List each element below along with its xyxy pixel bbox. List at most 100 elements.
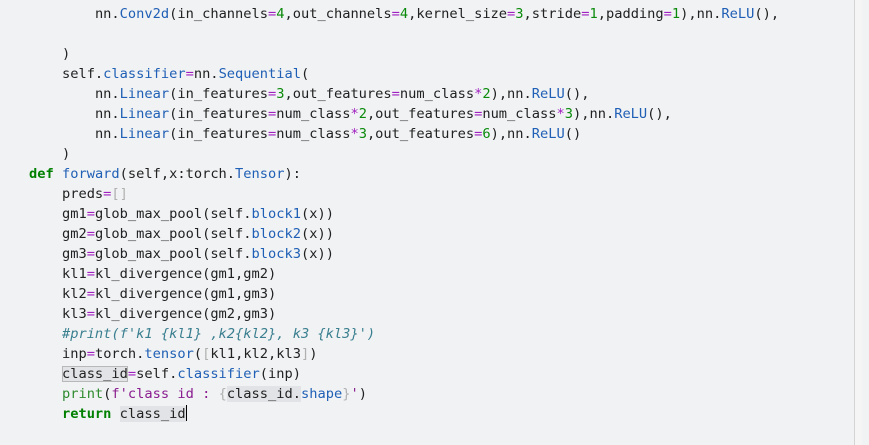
code-token: = [86,246,95,262]
code-token: (x)) [300,226,334,242]
code-token: * [350,126,359,142]
code-line[interactable]: #print(f'k1 {kl1} ,k2{kl2}, k3 {kl3}') [29,324,779,344]
code-token: block3 [251,246,301,262]
code-token: kl_divergence(gm2,gm3) [94,306,277,322]
indent [29,186,62,202]
code-token: = [127,366,137,382]
code-token: (in_features [169,126,269,142]
indent [29,286,62,302]
indent [29,346,62,362]
code-token: inp [61,346,87,362]
code-token: 1 [589,6,598,22]
code-token: ( [103,386,112,402]
code-token: = [663,6,672,22]
code-token: block1 [251,206,301,222]
code-token: 2 [482,86,491,102]
code-line[interactable]: kl1=kl_divergence(gm1,gm2) [29,264,779,284]
code-token: } [342,386,351,402]
text-cursor [185,405,187,421]
code-line[interactable]: gm1=glob_max_pool(self.block1(x)) [29,204,779,224]
code-token: ,padding [597,6,664,22]
code-line[interactable]: self.classifier=nn.Sequential( [29,64,779,84]
code-line[interactable]: nn.Linear(in_features=num_class*3,out_fe… [29,124,779,144]
code-token: = [268,106,277,122]
code-token: (in_channels [169,6,269,22]
code-token: Sequential [218,66,301,82]
indent [29,246,62,262]
code-token: = [391,6,400,22]
code-token: (), [754,6,780,22]
code-token: ,out_channels [284,6,392,22]
code-token: = [391,86,400,102]
code-token: 2 [358,106,367,122]
code-token: num_class [276,106,351,122]
code-token: kl3 [61,306,87,322]
code-token: forward [61,166,120,182]
code-line[interactable]: def forward(self,x:torch.Tensor): [29,164,779,184]
code-line[interactable]: return class_id [29,404,779,424]
code-token: gm3 [61,246,87,262]
code-token: class_id [61,366,128,382]
code-line[interactable]: gm2=glob_max_pool(self.block2(x)) [29,224,779,244]
code-line[interactable]: nn.Conv2d(in_channels=4,out_channels=4,k… [29,4,779,24]
code-token: ),nn. [490,86,532,102]
code-content[interactable]: nn.Conv2d(in_channels=4,out_channels=4,k… [29,4,779,424]
code-token: return [61,406,112,422]
code-token: ) [61,46,71,62]
indent [29,386,62,402]
code-line[interactable] [29,24,779,44]
indent [29,126,95,142]
code-line[interactable]: preds=[] [29,184,779,204]
code-token: ReLU [721,6,755,22]
vertical-scrollbar[interactable] [854,0,862,445]
code-token: gm1 [61,206,87,222]
code-line[interactable]: print(f'class id : {class_id.shape}') [29,384,779,404]
code-line[interactable]: nn.Linear(in_features=num_class*2,out_fe… [29,104,779,124]
code-token: tensor [144,346,194,362]
code-token: 4 [276,6,285,22]
indent [29,146,62,162]
code-token: (inp) [259,366,301,382]
code-token: = [268,6,277,22]
code-token: glob_max_pool(self. [94,206,252,222]
code-token: classifier [177,366,260,382]
code-token: ),nn. [490,126,532,142]
code-token: 6 [482,126,491,142]
code-token [111,406,119,422]
code-token: = [474,126,483,142]
code-token: shape [301,386,343,402]
code-token: self. [136,366,178,382]
code-token: Linear [119,86,170,102]
code-token: ): [284,166,301,182]
code-line[interactable]: class_id=self.classifier(inp) [29,364,779,384]
code-token: ) [309,346,318,362]
code-token [54,166,62,182]
code-token: self. [61,66,104,82]
code-line[interactable]: ) [29,144,779,164]
code-token: = [507,6,516,22]
indent [29,86,95,102]
code-line[interactable]: inp=torch.tensor([kl1,kl2,kl3]) [29,344,779,364]
code-line[interactable]: nn.Linear(in_features=3,out_features=num… [29,84,779,104]
code-token: glob_max_pool(self. [94,226,252,242]
code-token: kl_divergence(gm1,gm2) [94,266,277,282]
code-token: 1 [671,6,681,22]
code-token: ),nn. [573,106,615,122]
indent [29,66,62,82]
code-token: f'class id : [111,386,219,402]
code-token: nn. [94,86,120,102]
code-line[interactable]: gm3=glob_max_pool(self.block3(x)) [29,244,779,264]
code-line[interactable]: kl2=kl_divergence(gm1,gm3) [29,284,779,304]
code-token: = [86,206,95,222]
code-token: class_id [226,386,293,402]
code-token: = [268,86,277,102]
code-line[interactable]: ) [29,44,779,64]
code-token: 4 [399,6,409,22]
code-token: [] [111,186,128,202]
code-token: 3 [358,126,367,142]
code-line[interactable]: kl3=kl_divergence(gm2,gm3) [29,304,779,324]
code-token: = [581,6,590,22]
code-token: = [86,306,95,322]
code-token: = [86,286,95,302]
